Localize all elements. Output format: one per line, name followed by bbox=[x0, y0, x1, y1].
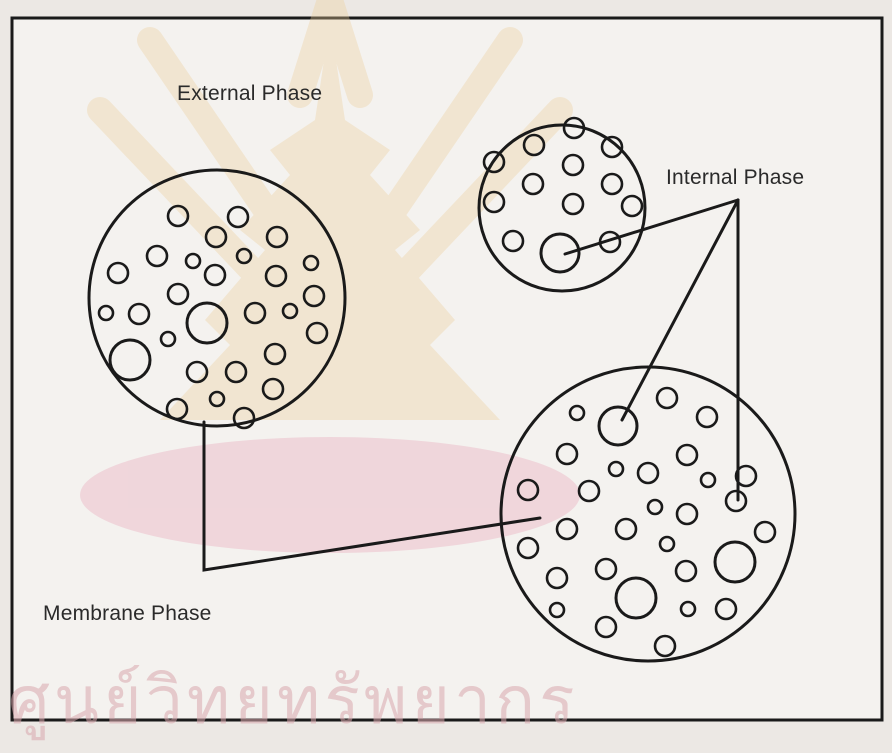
label-membrane-phase: Membrane Phase bbox=[43, 602, 212, 626]
watermark-text: ศูนย์วิทยทรัพยากร bbox=[8, 648, 579, 753]
label-internal-phase: Internal Phase bbox=[666, 166, 804, 190]
label-external-phase: External Phase bbox=[177, 82, 322, 106]
